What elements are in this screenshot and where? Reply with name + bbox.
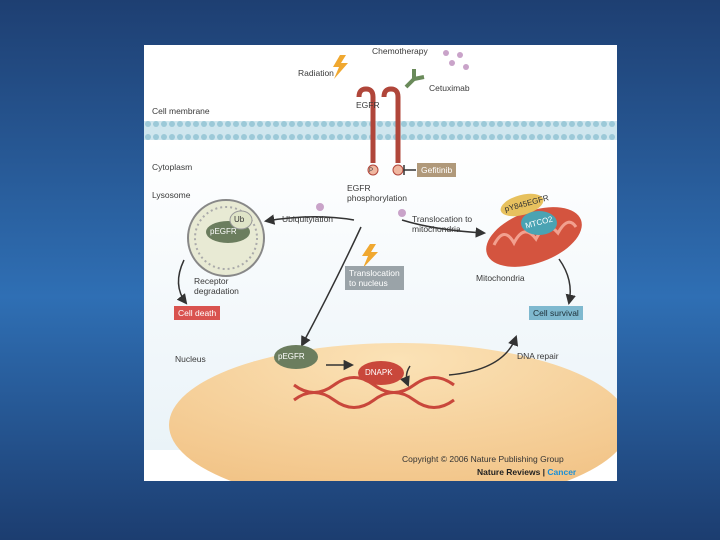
cell-death-box: Cell death bbox=[174, 306, 221, 320]
chemotherapy-molecules bbox=[443, 50, 469, 70]
phospho-site-left bbox=[367, 164, 379, 176]
egfr-receptors bbox=[356, 86, 401, 163]
dna-helix-icon bbox=[293, 376, 455, 409]
nucleus-shape bbox=[169, 343, 617, 481]
label-egfr: EGFR bbox=[356, 100, 380, 110]
label-translocation-mito-2: mitochondria bbox=[412, 224, 461, 234]
label-cell-membrane: Cell membrane bbox=[152, 106, 210, 116]
label-lysosome: Lysosome bbox=[152, 190, 191, 200]
label-dna-repair: DNA repair bbox=[517, 351, 559, 361]
gefitinib-box: Gefitinib bbox=[417, 163, 457, 177]
brand-accent: Cancer bbox=[547, 467, 577, 477]
lysosome-pegfr-label: pEGFR bbox=[210, 227, 237, 236]
journal-brand: Nature Reviews | Cancer bbox=[477, 467, 576, 477]
ubiquitin-dot bbox=[316, 203, 324, 211]
label-translocation-nucleus-2: to nucleus bbox=[349, 278, 388, 288]
copyright-text: Copyright © 2006 Nature Publishing Group bbox=[402, 454, 564, 464]
phospho-site-right bbox=[392, 164, 404, 176]
ub-label: Ub bbox=[234, 215, 245, 224]
p-marker-left: P bbox=[369, 168, 374, 174]
mito-dot bbox=[398, 209, 406, 217]
egfr-pathway-figure: Chemotherapy Radiation Cetuximab EGFR Ce… bbox=[144, 45, 617, 481]
label-egfr-phos-2: phosphorylation bbox=[347, 193, 408, 203]
label-nucleus: Nucleus bbox=[175, 354, 206, 364]
cell-survival-box: Cell survival bbox=[529, 306, 583, 320]
brand-main: Nature Reviews bbox=[477, 467, 541, 477]
label-ubiquitylation: Ubiquitylation bbox=[282, 214, 334, 224]
label-translocation-nucleus-1: Translocation bbox=[349, 268, 400, 278]
label-mitochondria: Mitochondria bbox=[476, 273, 525, 283]
pathway-diagram-svg bbox=[144, 50, 617, 481]
label-chemotherapy: Chemotherapy bbox=[372, 46, 428, 56]
translocation-nucleus-box: Translocation to nucleus bbox=[345, 266, 404, 290]
pathway-arrows bbox=[176, 214, 576, 387]
label-receptor-degradation-1: Receptor bbox=[194, 276, 229, 286]
nucleus-pegfr-oval bbox=[274, 345, 318, 369]
mtco2-oval bbox=[521, 211, 557, 235]
label-cetuximab: Cetuximab bbox=[429, 83, 470, 93]
nucleus-bolt-icon bbox=[362, 244, 378, 268]
mito-pegfr-oval bbox=[500, 193, 544, 217]
brand-separator: | bbox=[540, 467, 548, 477]
nucleus-pegfr-label: pEGFR bbox=[278, 352, 305, 361]
ubiquitin-oval bbox=[229, 210, 253, 230]
label-egfr-phos-1: EGFR bbox=[347, 183, 371, 193]
cell-membrane bbox=[144, 121, 617, 140]
label-radiation: Radiation bbox=[298, 68, 334, 78]
dnapk-label: DNAPK bbox=[365, 368, 393, 377]
cetuximab-antibody-icon bbox=[404, 69, 425, 89]
label-cytoplasm: Cytoplasm bbox=[152, 162, 193, 172]
radiation-bolt-icon bbox=[333, 55, 348, 79]
label-translocation-mito-1: Translocation to bbox=[412, 214, 473, 224]
dnapk-oval bbox=[358, 361, 404, 385]
label-receptor-degradation-2: degradation bbox=[194, 286, 239, 296]
